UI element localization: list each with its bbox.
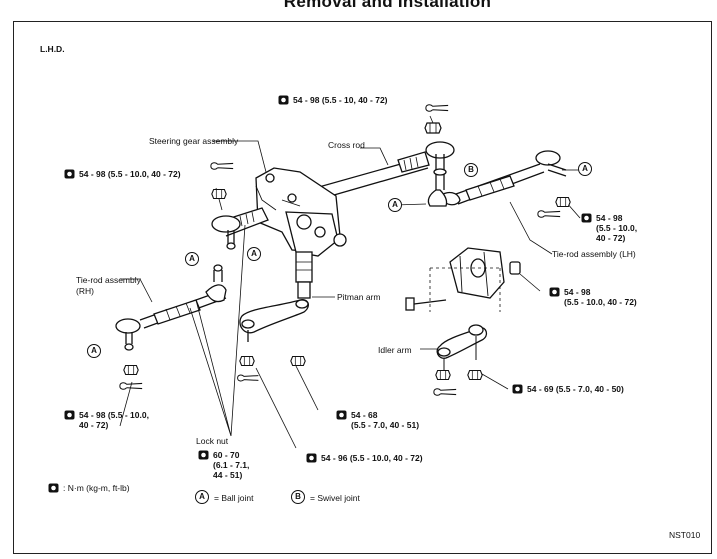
torque-wrench-icon (64, 169, 75, 179)
cross-rod (261, 151, 430, 215)
torque-top-center: 54 - 98 (5.5 - 10, 40 - 72) (278, 95, 388, 105)
torque-line: (5.5 - 10.0, 40 - 72) (564, 297, 637, 307)
torque-idler-bracket: 54 - 98 (5.5 - 10.0, 40 - 72) (549, 287, 637, 307)
torque-value: 54 - 96 (5.5 - 10.0, 40 - 72) (321, 453, 423, 463)
legend-ball-joint-symbol: A (195, 490, 209, 504)
leader-lines (119, 115, 581, 449)
left-knuckle-rod (211, 207, 269, 250)
torque-line: 44 - 51) (213, 470, 243, 480)
torque-wrench-icon (198, 450, 209, 460)
torque-wrench-icon (306, 453, 317, 463)
idler-arm-assembly (405, 247, 521, 370)
torque-value: 54 - 98 (5.5 - 10.0, 40 - 72) (79, 169, 181, 179)
ball-joint-marker: A (388, 198, 402, 212)
ball-joint-marker: A (247, 247, 261, 261)
cross-rod-knuckle (425, 141, 455, 207)
torque-value: 54 - 98 (5.5 - 10.0, 40 - 72) (564, 287, 637, 307)
torque-value: 54 - 69 (5.5 - 7.0, 40 - 50) (527, 384, 624, 394)
torque-pitman: 54 - 68 (5.5 - 7.0, 40 - 51) (336, 410, 419, 430)
page-title: Removal and Installation (283, 0, 492, 11)
torque-line: 60 - 70 (213, 450, 240, 460)
steering-gear-assembly (255, 167, 347, 299)
legend-swivel-joint-symbol: B (291, 490, 305, 504)
legend-swivel-joint-text: = Swivel joint (310, 493, 360, 503)
torque-wrench-icon (512, 384, 523, 394)
label-tie-rod-rh: Tie-rod assembly (76, 275, 141, 285)
torque-line: 54 - 68 (351, 410, 378, 420)
legend-ball-joint-text: = Ball joint (214, 493, 254, 503)
ball-joint-marker: A (87, 344, 101, 358)
torque-wrench-icon (48, 483, 59, 493)
torque-value: 54 - 98 (5.5 - 10.0, 40 - 72) (79, 410, 149, 430)
label-steering-gear: Steering gear assembly (149, 136, 239, 146)
pitman-arm (239, 299, 309, 342)
legend-unit-text: : N·m (kg-m, ft-lb) (63, 483, 130, 493)
torque-lower-left: 54 - 98 (5.5 - 10.0, 40 - 72) (64, 410, 149, 430)
legend-torque-unit: : N·m (kg-m, ft-lb) (48, 483, 130, 493)
torque-line: 40 - 72) (79, 420, 109, 430)
torque-wrench-icon (278, 95, 289, 105)
swivel-joint-marker: B (464, 163, 478, 177)
tie-rod-rh (115, 264, 227, 351)
torque-right-tie-end: 54 - 98 (5.5 - 10.0, 40 - 72) (581, 213, 637, 243)
torque-line: 54 - 98 (596, 213, 623, 223)
torque-idler-arm: 54 - 69 (5.5 - 7.0, 40 - 50) (512, 384, 624, 394)
torque-line: (5.5 - 7.0, 40 - 51) (351, 420, 420, 430)
figure-id: NST010 (669, 530, 701, 540)
label-tie-rod-lh: Tie-rod assembly (LH) (552, 249, 636, 259)
label-pitman-arm: Pitman arm (337, 292, 381, 302)
torque-line: (6.1 - 7.1, (213, 460, 250, 470)
tie-rod-lh (439, 150, 567, 206)
torque-line: 40 - 72) (596, 233, 626, 243)
torque-lock-nut: 60 - 70 (6.1 - 7.1, 44 - 51) (198, 450, 249, 480)
torque-value: 54 - 98 (5.5 - 10.0, 40 - 72) (596, 213, 637, 243)
torque-value: 54 - 98 (5.5 - 10, 40 - 72) (293, 95, 388, 105)
label-cross-rod: Cross rod (328, 140, 365, 150)
torque-value: 60 - 70 (6.1 - 7.1, 44 - 51) (213, 450, 249, 480)
label-tie-rod-rh-side: (RH) (76, 286, 94, 296)
label-lock-nut: Lock nut (196, 436, 229, 446)
ball-joint-marker: A (578, 162, 592, 176)
torque-line: 54 - 98 (5.5 - 10.0, (79, 410, 149, 420)
figure-frame (13, 21, 712, 554)
orientation-label: L.H.D. (40, 44, 65, 54)
torque-wrench-icon (581, 213, 592, 223)
torque-line: 54 - 98 (564, 287, 591, 297)
torque-wrench-icon (549, 287, 560, 297)
torque-upper-left: 54 - 98 (5.5 - 10.0, 40 - 72) (64, 169, 181, 179)
label-idler-arm: Idler arm (378, 345, 412, 355)
torque-value: 54 - 68 (5.5 - 7.0, 40 - 51) (351, 410, 419, 430)
torque-line: (5.5 - 10.0, (596, 223, 638, 233)
ball-joint-marker: A (185, 252, 199, 266)
torque-wrench-icon (64, 410, 75, 420)
torque-wrench-icon (336, 410, 347, 420)
torque-bottom-center: 54 - 96 (5.5 - 10.0, 40 - 72) (306, 453, 423, 463)
